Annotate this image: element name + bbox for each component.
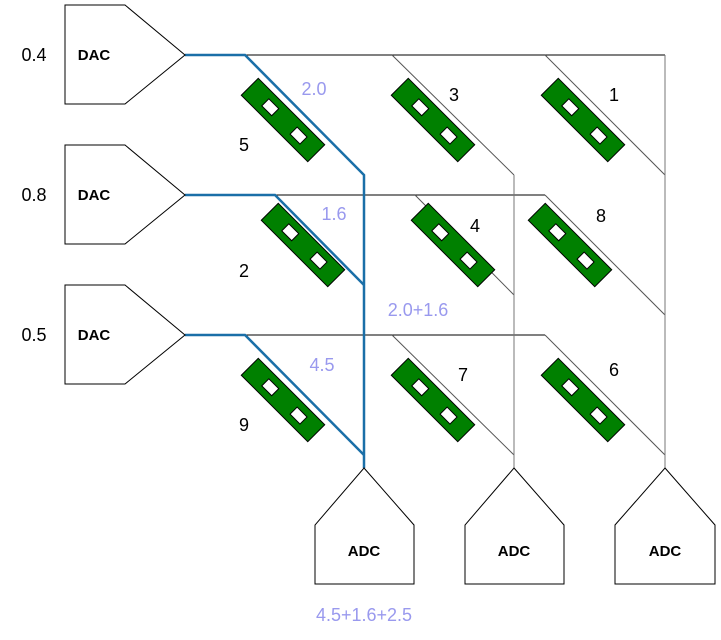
input-value-3: 0.5	[21, 325, 46, 345]
product-label-3: 4.5	[309, 355, 334, 375]
adc-shape-3	[614, 467, 716, 585]
weight-r3c2: 7	[458, 365, 468, 385]
input-value-2: 0.8	[21, 185, 46, 205]
highlight-row-3	[185, 333, 365, 456]
weight-r2c3: 8	[596, 206, 606, 226]
output-sum-label: 4.5+1.6+2.5	[316, 605, 412, 625]
highlight-path	[185, 53, 366, 468]
weight-r1c2: 3	[449, 85, 459, 105]
resistors	[240, 77, 626, 443]
adc-label-3: ADC	[649, 543, 682, 560]
weight-r3c1: 9	[239, 415, 249, 435]
cell-wire-r1c2	[391, 54, 515, 176]
weight-r1c3: 1	[609, 85, 619, 105]
resistor-r2c2	[410, 202, 496, 288]
dac-label-2: DAC	[78, 187, 111, 204]
column-wires	[513, 55, 666, 468]
resistor-r1c2	[390, 77, 476, 163]
weight-r2c2: 4	[470, 216, 480, 236]
adc-shape-1	[314, 467, 415, 585]
dac-shape-3	[64, 284, 186, 385]
dac-shape-1	[64, 4, 186, 105]
weight-r3c3: 6	[609, 360, 619, 380]
dac-shape-2	[64, 144, 186, 245]
highlight-row-1	[185, 53, 366, 468]
dac-units	[64, 4, 186, 385]
weight-r2c1: 2	[239, 261, 249, 281]
dac-label-1: DAC	[78, 47, 111, 64]
weight-r1c1: 5	[239, 135, 249, 155]
adc-label-1: ADC	[348, 543, 381, 560]
cell-wire-r3c3	[544, 334, 666, 456]
cell-wire-r3c2	[391, 334, 515, 456]
adc-units	[314, 467, 716, 585]
adc-label-2: ADC	[498, 543, 531, 560]
highlight-row-2	[185, 193, 365, 286]
adc-shape-2	[464, 467, 565, 585]
input-value-1: 0.4	[21, 45, 46, 65]
product-label-1: 2.0	[301, 79, 326, 99]
cell-wire-r2c3	[544, 194, 666, 316]
dac-label-3: DAC	[78, 327, 111, 344]
cell-wire-r1c3	[544, 54, 666, 176]
product-label-2: 1.6	[321, 204, 346, 224]
partial-sum-label: 2.0+1.6	[388, 300, 449, 320]
